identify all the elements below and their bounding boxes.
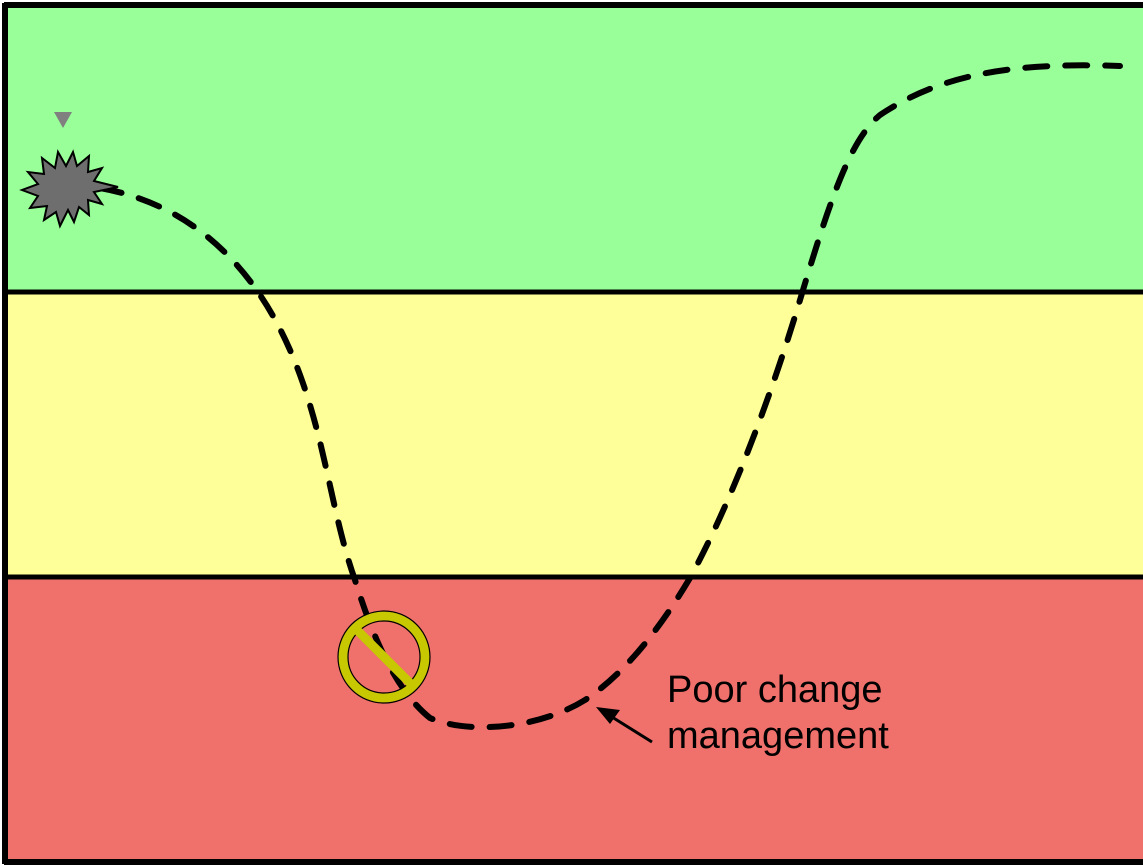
change-path — [97, 62, 1123, 731]
annotation-line-2: management — [667, 715, 889, 757]
bottom-zone — [6, 577, 1143, 862]
top-zone — [6, 6, 1143, 292]
middle-zone — [6, 292, 1143, 577]
annotation-label: Poor change management — [667, 669, 893, 757]
prohibited-icon — [337, 610, 431, 704]
start-pointer-icon — [54, 112, 72, 128]
annotation-line-1: Poor change — [667, 669, 883, 711]
annotation-arrow-icon — [596, 707, 653, 744]
start-burst-icon — [19, 149, 119, 229]
